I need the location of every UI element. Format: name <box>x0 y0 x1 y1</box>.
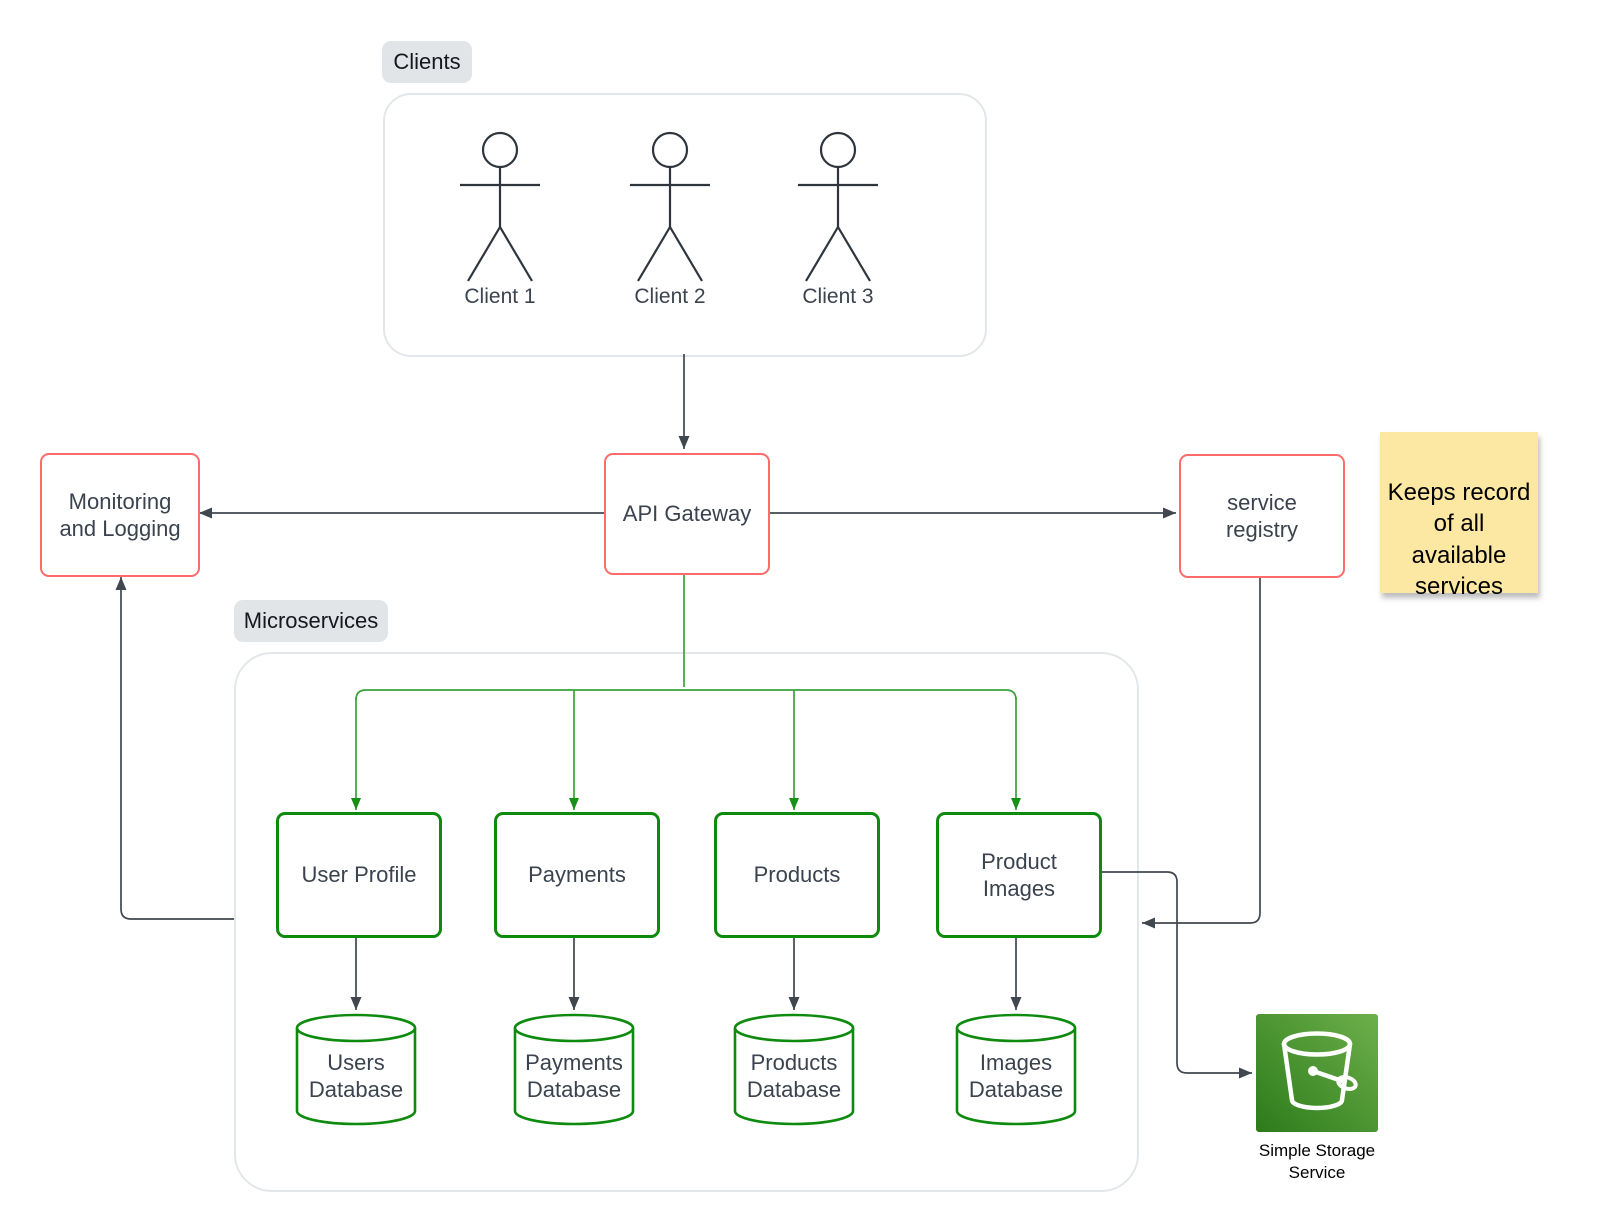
database-cylinder-icon <box>955 1013 1077 1126</box>
clients-group-container <box>383 93 987 357</box>
database-cylinder-icon <box>295 1013 417 1126</box>
db-label: Users Database <box>308 1050 404 1102</box>
node-api-gateway: API Gateway <box>604 453 770 575</box>
node-payments: Payments <box>494 812 660 938</box>
db-payments-database: Payments Database <box>512 1012 636 1127</box>
node-label: service registry <box>1225 489 1299 543</box>
node-product-images: Product Images <box>936 812 1102 938</box>
connector-microservices-to-monitoring <box>115 577 234 920</box>
simple-storage-service-icon <box>1256 1014 1378 1132</box>
person-icon <box>460 131 540 282</box>
node-label: API Gateway <box>622 501 752 527</box>
node-service-registry: service registry <box>1179 454 1345 578</box>
db-label: Products Database <box>746 1050 842 1102</box>
sticky-note: Keeps record of all available services <box>1380 432 1538 600</box>
person-icon <box>630 131 710 282</box>
node-label: Monitoring and Logging <box>59 488 181 542</box>
db-products-database: Products Database <box>732 1012 856 1127</box>
microservices-group-label: Microservices <box>234 600 388 642</box>
actor-label: Client 3 <box>802 285 874 308</box>
node-label: Payments <box>528 862 626 888</box>
node-label: User Profile <box>301 862 417 888</box>
actor-label: Client 1 <box>464 285 536 308</box>
clients-group-label: Clients <box>382 41 472 83</box>
actor-client-3: Client 3 <box>778 130 898 309</box>
db-users-database: Users Database <box>294 1012 418 1127</box>
actor-client-1: Client 1 <box>440 130 560 309</box>
connector-service-registry-to-microservices <box>1142 574 1261 929</box>
db-label: Payments Database <box>525 1050 623 1102</box>
actor-label: Client 2 <box>634 285 706 308</box>
db-label: Images Database <box>968 1050 1064 1102</box>
database-cylinder-icon <box>733 1013 855 1126</box>
database-cylinder-icon <box>513 1013 635 1126</box>
s3-bucket-icon <box>1281 1031 1358 1111</box>
db-images-database: Images Database <box>954 1012 1078 1127</box>
person-icon <box>798 131 878 282</box>
node-monitoring-and-logging: Monitoring and Logging <box>40 453 200 577</box>
node-label: Products <box>753 862 841 888</box>
node-label: Product Images <box>981 848 1057 902</box>
actor-client-2: Client 2 <box>610 130 730 309</box>
node-products: Products <box>714 812 880 938</box>
sticky-note-text: Keeps record of all available services <box>1387 479 1531 600</box>
simple-storage-service-label: Simple Storage Service <box>1258 1141 1376 1183</box>
node-user-profile: User Profile <box>276 812 442 938</box>
